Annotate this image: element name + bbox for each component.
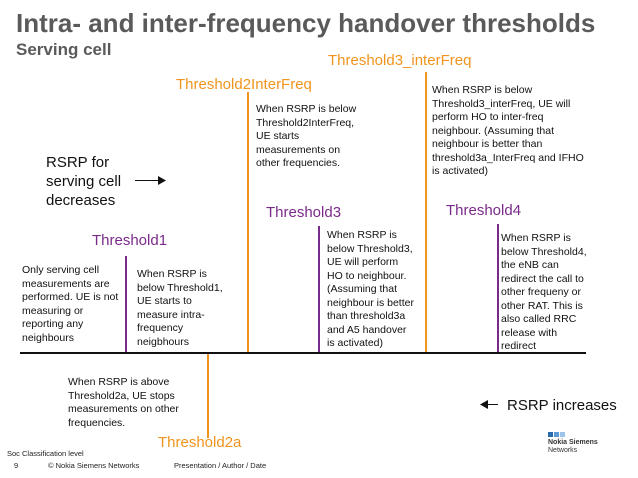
threshold4-description: When RSRP is below Threshold4, the eNB c… [501, 232, 587, 352]
copyright-text: © Nokia Siemens Networks [48, 461, 140, 470]
arrow-right-icon [158, 176, 166, 185]
threshold3-interfreq-description: When RSRP is below Threshold3_interFreq,… [432, 84, 584, 177]
threshold3-interfreq-label: Threshold3_interFreq [328, 52, 472, 69]
threshold1-label: Threshold1 [92, 232, 168, 249]
rsrp-decreases-arrow [135, 180, 161, 181]
page-subtitle: Serving cell [16, 40, 112, 59]
page-title: Intra- and inter-frequency handover thre… [16, 8, 596, 38]
threshold1-description: When RSRP is below Threshold1, UE starts… [137, 268, 223, 348]
threshold2a-line [207, 354, 209, 438]
nokia-siemens-logo: Nokia Siemens Networks [548, 432, 598, 455]
rsrp-axis-line [20, 352, 586, 354]
rsrp-increases-arrow [484, 404, 498, 405]
threshold4-line [497, 224, 499, 354]
page-number: 9 [14, 461, 19, 470]
rsrp-increases-text: RSRP increases [507, 397, 617, 414]
threshold2-interfreq-line [247, 92, 249, 354]
threshold3-label: Threshold3 [266, 204, 342, 221]
threshold3-description: When RSRP is below Threshold3, UE will p… [327, 229, 414, 349]
presentation-info: Presentation / Author / Date [174, 461, 267, 470]
threshold2a-description: When RSRP is above Threshold2a, UE stops… [68, 376, 179, 429]
threshold1-line [125, 256, 127, 354]
threshold2a-label: Threshold2a [158, 434, 242, 451]
threshold2-interfreq-description: When RSRP is below Threshold2InterFreq, … [256, 103, 357, 169]
threshold3-interfreq-line [425, 72, 427, 354]
threshold3-line [318, 226, 320, 354]
only-serving-description: Only serving cell measurements are perfo… [22, 264, 119, 344]
threshold2-interfreq-label: Threshold2InterFreq [176, 76, 312, 93]
classification-label: Soc Classification level [7, 449, 84, 458]
rsrp-decreases-text: RSRP for serving cell decreases [46, 154, 122, 209]
logo-mark-icon [548, 432, 565, 437]
threshold4-label: Threshold4 [446, 202, 522, 219]
